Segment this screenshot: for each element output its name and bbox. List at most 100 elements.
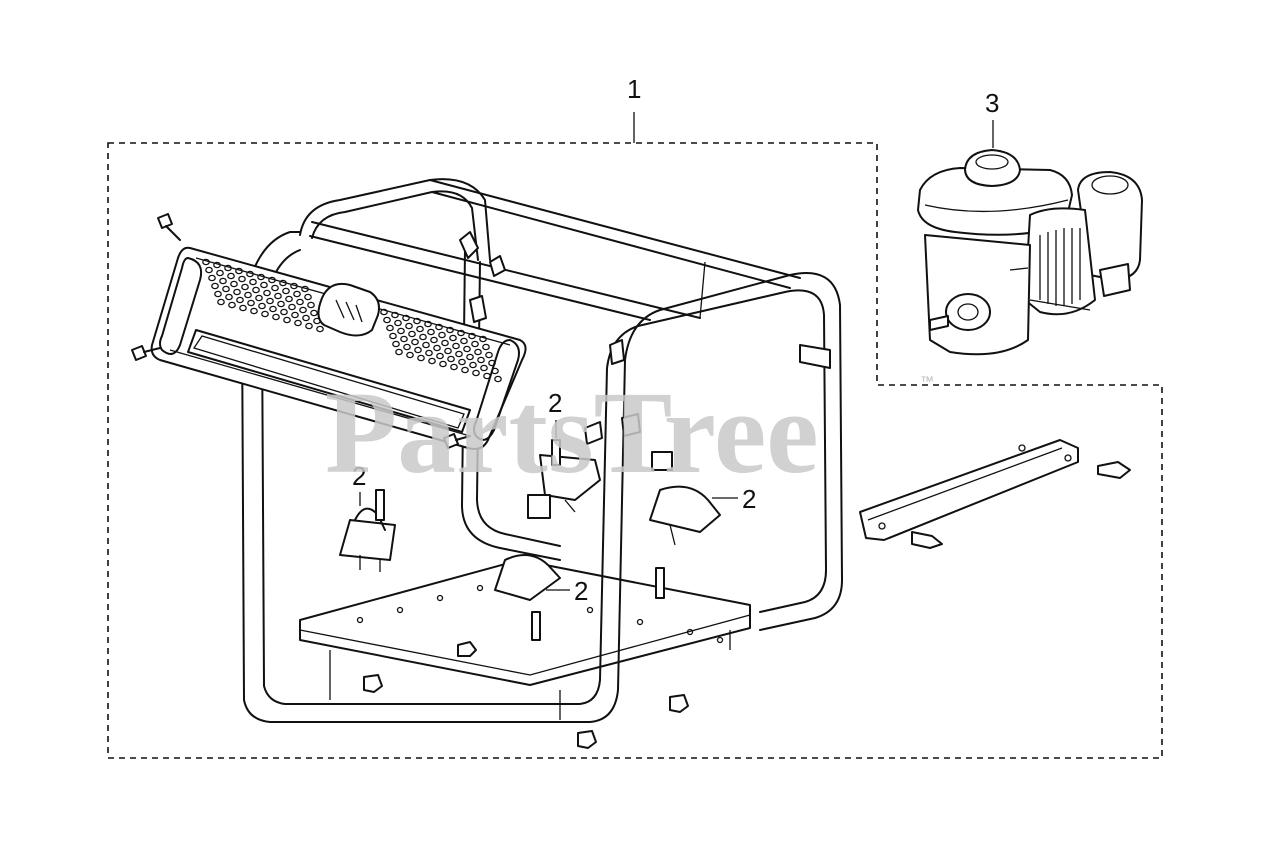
perforation-hole — [424, 320, 432, 328]
perforation-hole — [383, 316, 391, 324]
perforation-hole — [257, 273, 265, 281]
perforation-hole — [469, 361, 477, 369]
engine-drawing[interactable] — [917, 149, 1143, 356]
perforation-hole — [446, 326, 454, 334]
perforation-hole — [244, 291, 252, 299]
perforation-hole — [310, 309, 318, 317]
perforation-hole — [455, 350, 463, 358]
perforation-hole — [477, 356, 485, 364]
perforation-hole — [219, 277, 227, 285]
assembly-boundary — [107, 142, 1163, 759]
perforation-hole — [389, 332, 397, 340]
perforation-hole — [472, 369, 480, 377]
perforation-hole — [483, 372, 491, 380]
perforation-hole — [260, 281, 268, 289]
perforation-hole — [228, 301, 236, 309]
perforation-hole — [277, 300, 285, 308]
support-bracket[interactable] — [859, 439, 1131, 549]
trademark-symbol: ™ — [920, 373, 934, 389]
perforation-hole — [408, 330, 416, 338]
perforation-hole — [222, 285, 230, 293]
perforation-hole — [425, 349, 433, 357]
perforation-hole — [439, 360, 447, 368]
callout-2: 2 — [548, 388, 562, 438]
perforation-hole — [441, 339, 449, 347]
callout-label: 2 — [574, 576, 588, 606]
perforation-hole — [447, 355, 455, 363]
perforation-hole — [291, 311, 299, 319]
perforation-hole — [230, 280, 238, 288]
perforation-hole — [246, 270, 254, 278]
perforation-hole — [213, 261, 221, 269]
perforation-hole — [269, 305, 277, 313]
perforation-hole — [422, 341, 430, 349]
perforation-hole — [480, 364, 488, 372]
perforation-hole — [397, 327, 405, 335]
perforation-hole — [316, 325, 324, 333]
perforation-hole — [233, 288, 241, 296]
perforation-hole — [427, 328, 435, 336]
perforation-hole — [403, 343, 411, 351]
perforation-hole — [444, 347, 452, 355]
perforation-hole — [474, 348, 482, 356]
perforation-hole — [395, 348, 403, 356]
perforation-hole — [235, 267, 243, 275]
perforation-hole — [302, 314, 310, 322]
perforation-hole — [452, 342, 460, 350]
perforation-hole — [449, 334, 457, 342]
callout-label: 2 — [352, 461, 366, 491]
perforation-hole — [466, 353, 474, 361]
perforation-hole — [436, 352, 444, 360]
callout-2: 2 — [712, 484, 756, 514]
perforation-hole — [299, 306, 307, 314]
perforation-hole — [394, 319, 402, 327]
engine-mount[interactable] — [339, 489, 396, 572]
perforation-hole — [225, 293, 233, 301]
perforation-hole — [380, 308, 388, 316]
hex-nut[interactable] — [577, 730, 597, 749]
watermark-text: PartsTree — [325, 367, 819, 498]
panel-screw[interactable] — [157, 213, 181, 241]
callout-label: 2 — [548, 388, 562, 418]
engine-mount[interactable] — [494, 554, 665, 641]
perforation-hole — [211, 282, 219, 290]
perforation-hole — [391, 311, 399, 319]
perforation-hole — [411, 338, 419, 346]
perforation-hole — [386, 324, 394, 332]
callout-label: 2 — [742, 484, 756, 514]
perforation-hole — [307, 301, 315, 309]
perforation-hole — [271, 284, 279, 292]
callout-label: 3 — [985, 88, 999, 118]
perforation-hole — [255, 294, 263, 302]
perforation-hole — [274, 292, 282, 300]
panel-screw[interactable] — [443, 433, 471, 449]
engine-mount[interactable] — [649, 451, 721, 546]
perforation-hole — [227, 272, 235, 280]
perforation-hole — [249, 278, 257, 286]
perforation-hole — [402, 314, 410, 322]
perforation-hole — [438, 331, 446, 339]
perforation-hole — [268, 276, 276, 284]
perforation-hole — [392, 340, 400, 348]
perforation-hole — [280, 308, 288, 316]
hex-nut[interactable] — [669, 694, 689, 713]
perforation-hole — [406, 351, 414, 359]
callout-1: 1 — [627, 74, 641, 143]
perforation-hole — [208, 274, 216, 282]
perforation-hole — [468, 332, 476, 340]
perforation-hole — [405, 322, 413, 330]
perforation-hole — [461, 366, 469, 374]
perforation-hole — [491, 367, 499, 375]
perforation-hole — [258, 302, 266, 310]
hex-nut[interactable] — [457, 641, 477, 657]
perforation-hole — [241, 283, 249, 291]
perforation-hole — [463, 345, 471, 353]
perforation-hole — [294, 319, 302, 327]
perforation-hole — [261, 310, 269, 318]
perforation-hole — [416, 325, 424, 333]
hex-nut[interactable] — [363, 674, 383, 693]
panel-screw[interactable] — [131, 345, 161, 361]
engine-mount[interactable] — [527, 439, 601, 519]
front-panel-drawing[interactable] — [131, 213, 527, 450]
